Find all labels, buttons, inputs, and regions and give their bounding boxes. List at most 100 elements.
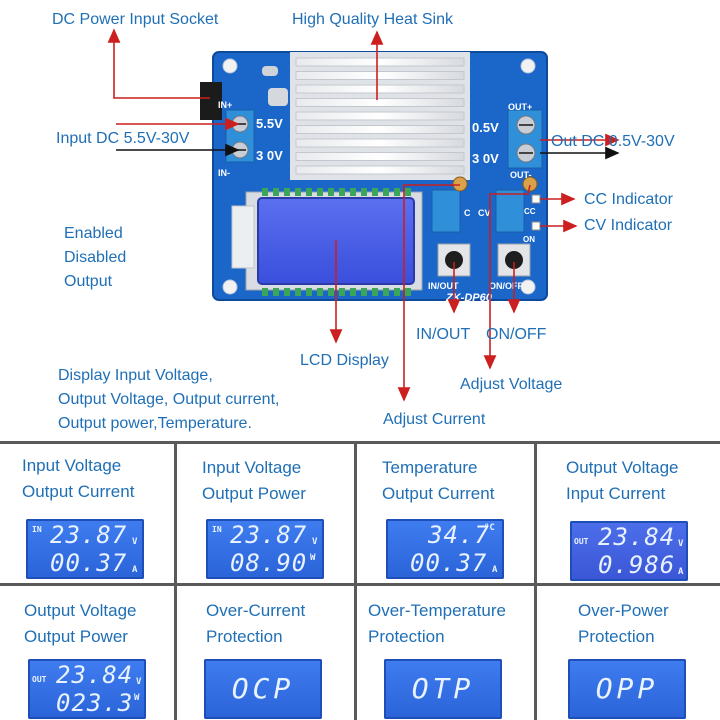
mode-label-line: Output Voltage <box>24 601 137 620</box>
arrow-adjust-voltage <box>483 184 531 370</box>
lcd-pin <box>350 288 356 296</box>
lcd-module <box>231 188 423 296</box>
callout-lcd-display: LCD Display <box>300 352 389 369</box>
lcd-pin <box>361 188 367 196</box>
in-out-button <box>437 243 471 277</box>
lcd-pin <box>372 288 378 296</box>
mode-label-line: Over-Power <box>578 601 669 620</box>
silk-model: ZK-DP60 <box>445 292 493 304</box>
silk-v-right-top: 0.5V <box>472 120 499 135</box>
capacitor <box>262 66 278 76</box>
callout-heat-sink: High Quality Heat Sink <box>292 11 453 28</box>
input-terminal <box>225 109 255 163</box>
mount-hole <box>520 58 536 74</box>
lcd-tag: OUT <box>32 675 47 684</box>
lcd-bottom-value: 00.37 <box>410 549 488 577</box>
callout-cv-indicator: CV Indicator <box>584 217 673 234</box>
cv-led <box>531 221 541 231</box>
mode-label: Over-Power Protection <box>578 598 669 650</box>
heat-sink-fin <box>295 84 465 94</box>
mode-label-line: Protection <box>206 627 283 646</box>
grid-divider <box>0 583 720 586</box>
silk-pot-cv: CV <box>478 208 491 218</box>
grid-divider <box>534 441 537 720</box>
lcd-pin <box>317 288 323 296</box>
lcd-pin <box>394 188 400 196</box>
lcd-bottom-unit: A <box>132 565 138 575</box>
lcd-bottom-value: 08.90 <box>230 549 308 577</box>
mode-label-line: Input Current <box>566 484 666 503</box>
grid-divider <box>174 441 177 720</box>
lcd-bottom-value: 0.986 <box>598 551 676 579</box>
heat-sink-fin <box>295 125 465 134</box>
heat-sink-fin <box>295 98 465 107</box>
lcd-pin <box>284 288 290 296</box>
lcd-tag: OUT <box>574 537 589 546</box>
mount-hole <box>222 58 238 74</box>
potentiometer-voltage <box>495 176 538 233</box>
on-off-button <box>497 243 531 277</box>
callout-enabled-line: Enabled <box>64 225 123 242</box>
callout-enabled-line: Disabled <box>64 249 127 266</box>
lcd-top-value: 23.87 <box>230 521 308 549</box>
mode-label-line: Input Voltage <box>202 458 302 477</box>
mode-label-line: Output Voltage <box>566 458 679 477</box>
arrow-dc-socket <box>107 28 210 99</box>
dc-input-jack <box>200 82 222 120</box>
silk-v-left-top: 5.5V <box>256 116 283 131</box>
capacitor <box>268 88 288 106</box>
silk-cc: CC <box>524 207 536 216</box>
callout-dc-socket: DC Power Input Socket <box>52 11 219 28</box>
lcd-pin <box>262 188 268 196</box>
mode-label-line: Protection <box>368 627 445 646</box>
mode-label: Output Voltage Output Power <box>24 598 136 650</box>
mode-label-line: Output Power <box>202 484 306 503</box>
lcd-bottom-unit: A <box>492 565 498 575</box>
mode-label: Output Voltage Input Current <box>566 455 678 507</box>
lcd-bottom-unit: A <box>678 567 684 577</box>
heat-sink-fin <box>295 138 465 148</box>
lcd-pin <box>361 288 367 296</box>
heat-sink-fin <box>295 57 465 67</box>
mount-hole <box>520 279 536 295</box>
lcd-pin <box>284 188 290 196</box>
output-terminal <box>507 109 543 169</box>
silk-out-plus: OUT+ <box>508 102 532 112</box>
callout-cc-indicator: CC Indicator <box>584 191 673 208</box>
mount-hole <box>222 279 238 295</box>
lcd-pin <box>339 288 345 296</box>
mode-label: Input Voltage Output Power <box>202 455 306 507</box>
callout-display-line: Output Voltage, Output current, <box>58 391 280 408</box>
silk-in-plus: IN+ <box>218 100 232 110</box>
lcd-pin <box>273 188 279 196</box>
silk-pot-c: C <box>464 208 471 218</box>
mode-label-line: Output Current <box>382 484 495 503</box>
callout-output-dc: Out DC 0.5V-30V <box>551 133 675 150</box>
lcd-pin <box>328 288 334 296</box>
lcd-top-unit: V <box>312 537 318 547</box>
mode-label-line: Protection <box>578 627 655 646</box>
callout-enabled: Enabled Disabled Output <box>64 222 126 294</box>
mode-label-line: Output Current <box>22 482 135 501</box>
lcd-top-unit: V <box>678 539 684 549</box>
lcd-top-value: 23.84 <box>56 661 134 689</box>
callout-display-line: Output power,Temperature. <box>58 415 252 432</box>
lcd-tag: IN <box>212 525 222 534</box>
heat-sink-fin <box>295 71 465 80</box>
callout-display-desc: Display Input Voltage, Output Voltage, O… <box>58 364 279 436</box>
lcd-bottom-unit: W <box>134 693 140 703</box>
lcd-top-value: 34.7 <box>428 521 490 549</box>
mode-label: Over-Current Protection <box>206 598 305 650</box>
lcd-pin <box>383 288 389 296</box>
silk-out-minus: OUT- <box>510 170 532 180</box>
lcd-pin <box>295 288 301 296</box>
mode-label-line: Temperature <box>382 458 478 477</box>
lcd-pin <box>306 188 312 196</box>
lcd-pin <box>328 188 334 196</box>
mode-lcd-screen: OPP <box>568 659 686 719</box>
